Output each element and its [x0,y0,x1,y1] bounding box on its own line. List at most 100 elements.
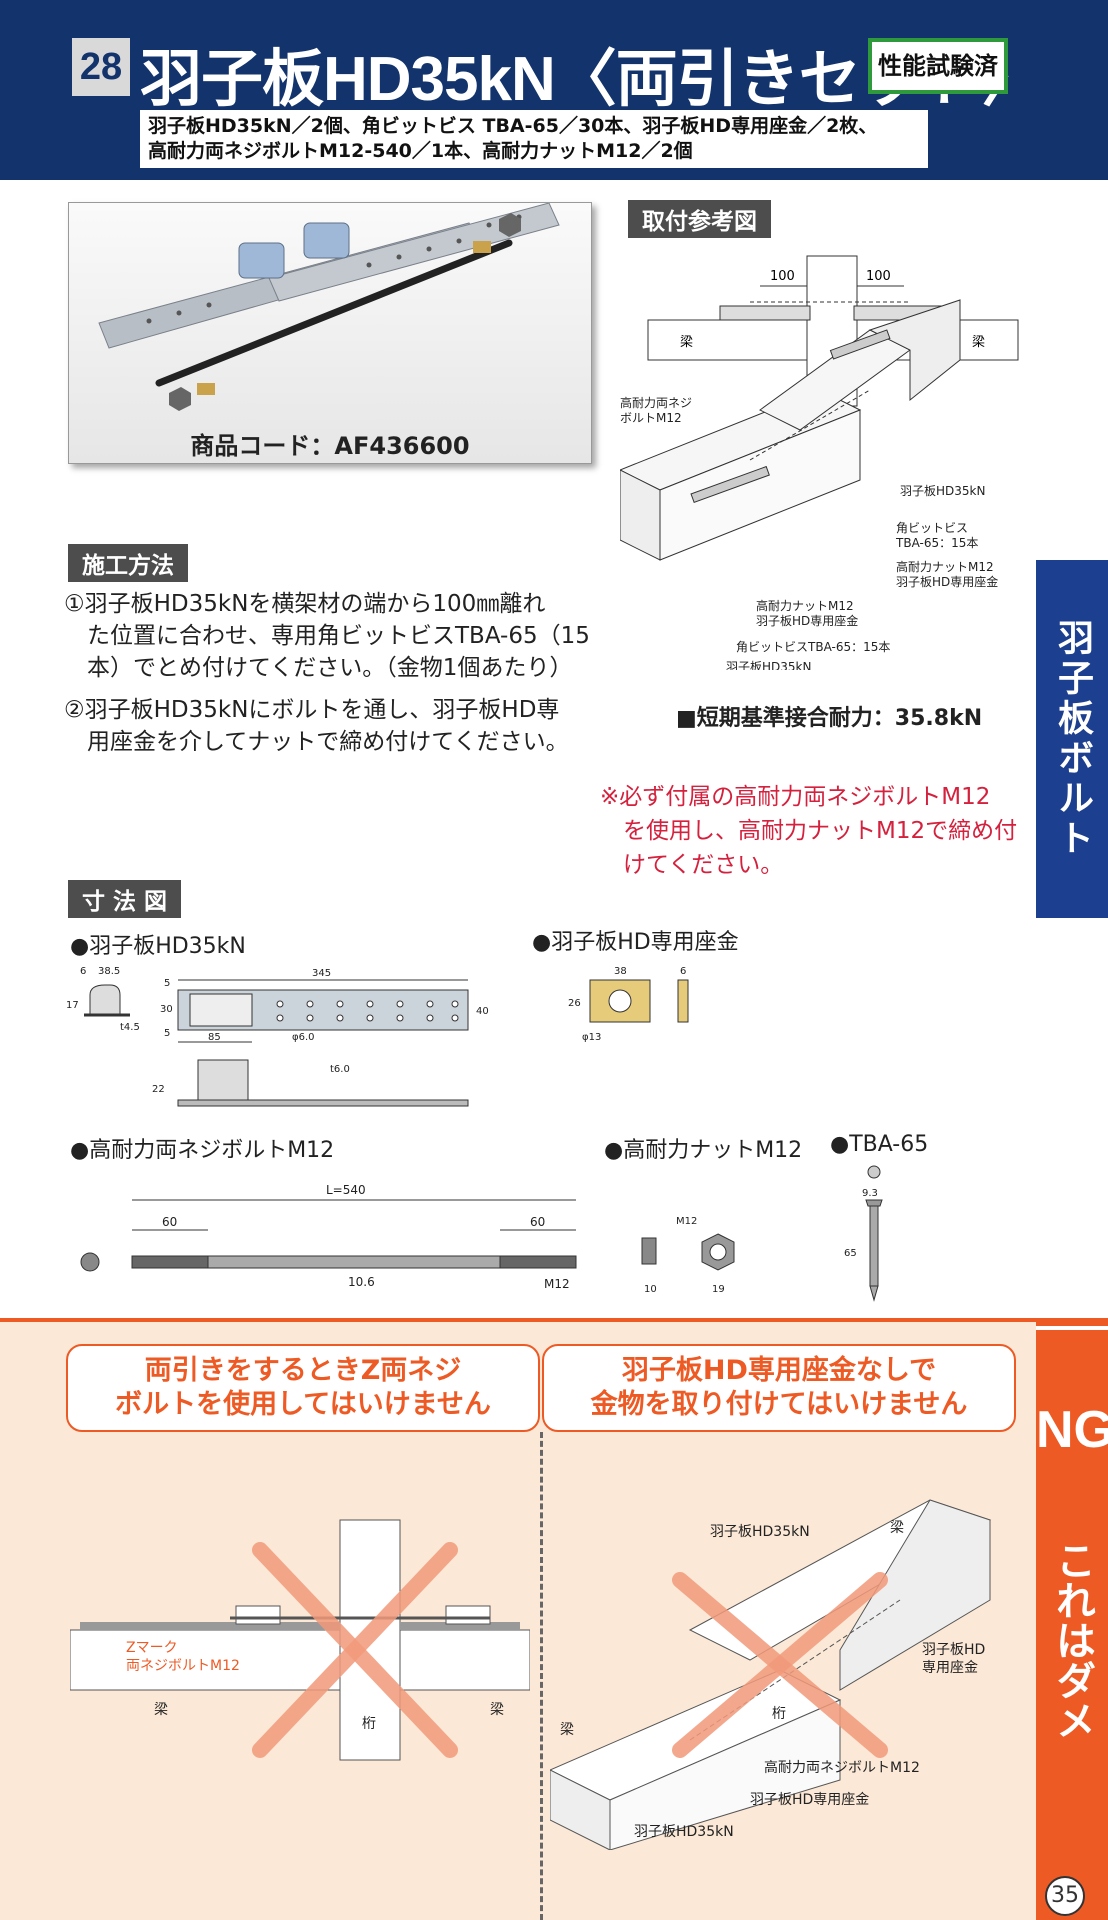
iso-beam-face [659,409,861,561]
ng-left-cross-2 [252,1542,458,1758]
method-steps: ①羽子板HD35kNを横架材の端から100㎜離れ た位置に合わせ、専用角ビットビ… [64,588,604,758]
iso-plate-left [690,465,770,504]
ng-right-diagram: 羽子板HD35kN 梁 羽子板HD 専用座金 梁 桁 高耐力両ネジボルトM12 … [550,1499,992,1850]
callout-nut-right-2: 羽子板HD専用座金 [896,574,998,589]
set-contents-line-1: 羽子板HD35kN／2個、角ビットビス TBA-65／30本、羽子板HD専用座金… [148,115,878,137]
dim-washer-6: 6 [680,966,686,977]
callout-nut-left-1: 高耐力ナットM12 [756,598,854,613]
method-step-line-2: た位置に合わせ、専用角ビットビスTBA-65（15 [64,623,590,649]
warning-line-1: ※必ず付属の高耐力両ネジボルトM12 [600,784,991,810]
warning-line-2: を使用し、高耐力ナットM12で締め付 [600,818,1018,844]
nut-left-shape [169,387,191,411]
dim-plate-diagram: 6 38.5 17 t4.5 5 30 5 345 40 85 φ6.0 22 … [66,966,489,1107]
bracket-left-shape [238,242,285,279]
nut-side-shape [641,1237,657,1265]
ng-divider [540,1432,543,1920]
method-label: 施工方法 [68,544,188,582]
washer-plan-hole [608,989,632,1013]
dim-bolt-60b: 60 [530,1215,545,1229]
dim-plate-5a: 5 [164,978,170,989]
elev-beam-right-text: 梁 [972,335,985,350]
bolt-thread-left [131,1255,209,1269]
callout-plate-left: 羽子板HD35kN [726,660,811,670]
callout-nut-right-1: 高耐力ナットM12 [896,559,994,574]
ng-right-plate-top: 羽子板HD35kN [710,1524,810,1540]
ng-right-washer-1: 羽子板HD [922,1642,985,1658]
ng-left-heading: 両引きをするときZ両ネジ ボルトを使用してはいけません [66,1344,540,1432]
ng-right-beam-left: 梁 [560,1722,574,1738]
callout-bolt-1: 高耐力両ネジ [620,395,692,410]
method-step-line-3: 本）でとめ付けてください。（金物1個あたり） [64,655,573,681]
iso-girder-face [868,299,961,402]
product-photo [68,202,592,464]
dim-plate-22: 22 [152,1084,165,1095]
bolt-end-shape [80,1252,100,1272]
callout-screw-left: 角ビットビスTBA-65：15本 [736,640,890,654]
dim-nut-19: 19 [712,1284,725,1295]
plate-elev-bracket [197,1059,249,1101]
nut-right-shape [499,213,521,237]
iso-bolt [749,389,871,461]
dim-screw-9-3: 9.3 [862,1188,878,1199]
ng-left-diagram: Zマーク 両ネジボルトM12 梁 梁 桁 [70,1519,530,1761]
washer-side-shape [677,979,689,1023]
iso-plate-right [829,329,891,360]
elev-plate-left [719,305,811,321]
ng-right-girder: 桁 [772,1706,786,1722]
ng-right-plate-bottom: 羽子板HD35kN [634,1824,734,1840]
dim-washer-38: 38 [614,966,627,977]
dim-plate-6: 6 [80,966,86,977]
dim-plate-title: ●羽子板HD35kN [70,934,246,959]
ng-right-girder-face [839,1499,991,1691]
ng-left-bracket-left [235,1605,281,1625]
ng-left-heading-line-1: 両引きをするときZ両ネジ [144,1355,462,1386]
warning-line-3: けてください。 [600,852,784,878]
ng-right-heading-line-2: 金物を取り付けてはいけません [590,1389,968,1420]
strength-value: ■短期基準接合耐力：35.8kN [676,706,983,731]
install-ref-diagram: 100 100 梁 梁 高耐力両ネジ ボルトM12 羽子板HD35kN 角ビット… [620,255,1019,670]
dim-washer-phi13: φ13 [582,1032,601,1043]
ng-right-heading: 羽子板HD専用座金なしで 金物を取り付けてはいけません [542,1344,1016,1432]
method-step-line-5: 用座金を介してナットで締め付けてください。 [64,729,569,755]
dim-plate-t45: t4.5 [120,1022,140,1033]
ng-left-girder: 桁 [362,1716,376,1732]
callout-bolt-2: ボルトM12 [620,411,682,425]
ng-left-bracket-right [445,1605,491,1625]
dimensions-label: 寸 法 図 [68,880,182,918]
dim-washer-title: ●羽子板HD専用座金 [532,930,739,955]
plate-elev-shape [177,1099,469,1107]
dim-nut-title: ●高耐力ナットM12 [604,1138,803,1163]
product-code: 商品コード：AF436600 [190,432,470,460]
dim-plate-30: 30 [160,1004,173,1015]
elev-dim-right-text: 100 [866,269,891,284]
dim-plate-t6: t6.0 [330,1064,350,1075]
dim-washer-diagram: 38 6 26 φ13 [568,966,689,1043]
dim-bolt-diagram: L=540 60 60 10.6 M12 [80,1183,577,1291]
ng-left-beam-left: 梁 [154,1702,168,1718]
dim-plate-40: 40 [476,1006,489,1017]
callout-screw-right-2: TBA-65：15本 [895,536,978,550]
dim-plate-phi6: φ6.0 [292,1032,315,1043]
plate-right-shape [268,202,560,302]
install-ref-label: 取付参考図 [628,200,771,238]
dim-screw-title: ●TBA-65 [830,1132,929,1157]
plate-plan-holes [276,1000,459,1022]
method-step-line-1: ①羽子板HD35kNを横架材の端から100㎜離れ [64,591,546,617]
dim-nut-10: 10 [644,1284,657,1295]
plate-plan-bracket [189,993,253,1027]
ng-right-washer-2: 専用座金 [922,1660,978,1676]
ng-right-heading-line-1: 羽子板HD専用座金なしで [621,1355,937,1386]
ng-left-callout-1: Zマーク [126,1640,178,1656]
dim-screw-65: 65 [844,1248,857,1259]
ng-left-plate-left [80,1622,340,1630]
ng-right-washer-bottom: 羽子板HD専用座金 [750,1792,869,1808]
plate-side-bracket [89,984,121,1015]
nut-plan-hole [709,1243,727,1261]
screw-head-shape [865,1199,883,1207]
ng-sub-label: これはダメ [1049,1540,1095,1740]
ng-label: NG [1036,1401,1108,1459]
callout-nut-left-2: 羽子板HD専用座金 [756,613,858,628]
dim-plate-17: 17 [66,1000,79,1011]
side-tab-category: 羽子板ボルト [1036,560,1108,918]
method-step-line-4: ②羽子板HD35kNにボルトを通し、羽子板HD専 [64,697,560,723]
